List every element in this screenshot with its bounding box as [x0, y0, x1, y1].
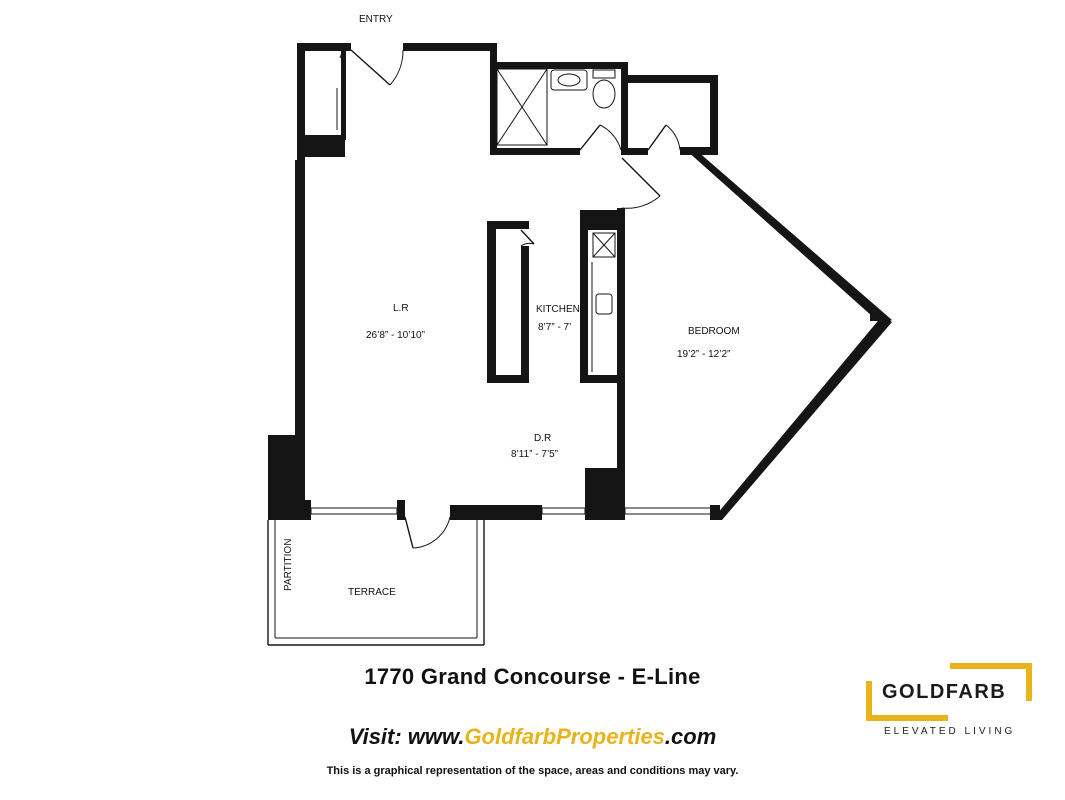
logo-tagline: ELEVATED LIVING	[884, 726, 1016, 737]
wall-south-right	[710, 505, 720, 520]
bath-door-arc	[599, 124, 622, 151]
pantry-door	[520, 229, 535, 245]
bath-sink	[550, 69, 588, 91]
window-south-3	[624, 507, 716, 515]
entry-door-arc	[389, 49, 404, 86]
wall-south-left	[297, 500, 311, 520]
closet-wall	[341, 50, 346, 140]
goldfarb-logo: GOLDFARB ELEVATED LIVING	[866, 663, 1032, 743]
bedroom-dims: 19’2” - 12’2”	[677, 349, 730, 360]
kitchen-sink	[595, 293, 613, 315]
pantry-wall-top	[487, 221, 529, 229]
bath-wall-north	[490, 62, 628, 69]
shower-x2	[496, 68, 548, 146]
wall-south-mid	[450, 505, 542, 520]
kitchen-dims: 8’7” - 7’	[538, 322, 571, 333]
toilet-tank	[592, 69, 616, 79]
terrace-door-leaf	[404, 516, 414, 549]
listing-title: 1770 Grand Concourse - E-Line	[364, 664, 701, 689]
terrace-label: TERRACE	[348, 587, 396, 598]
visit-suffix: .com	[664, 724, 717, 749]
bedroom-door-leaf	[621, 157, 661, 197]
bath-door-leaf	[579, 124, 601, 151]
fridge-x2	[592, 232, 616, 258]
bedroom-label: BEDROOM	[688, 326, 740, 337]
logo-bracket-icon	[866, 663, 1032, 721]
partition-label: PARTITION	[283, 539, 294, 591]
visit-brand[interactable]: GoldfarbProperties	[464, 724, 665, 749]
closet-block	[303, 135, 345, 157]
visit-line: Visit: www.GoldfarbProperties.com	[0, 724, 1065, 750]
dr-dims: 8’11” - 7’5”	[511, 449, 558, 460]
lr-label: L.R	[393, 303, 409, 314]
pantry-wall-bottom	[487, 375, 529, 383]
entry-label: ENTRY	[359, 14, 393, 25]
visit-prefix: Visit: www.	[348, 724, 465, 749]
bed-closet-door-arc	[665, 124, 681, 151]
kitchen-counter-wall-top	[580, 210, 625, 230]
fridge	[592, 232, 616, 258]
kitchen-label: KITCHEN	[536, 304, 580, 315]
bath-sink-bowl	[557, 73, 581, 87]
bath-wall-east	[621, 62, 628, 154]
dr-label: D.R	[534, 433, 551, 444]
bed-closet-wall-south	[680, 147, 718, 155]
bedroom-wall-ne	[686, 150, 892, 325]
terrace-door-arc	[412, 516, 451, 549]
bedroom-wall-se-cap	[870, 313, 882, 321]
wall-north-left	[297, 43, 351, 51]
logo-wordmark: GOLDFARB	[882, 681, 1007, 703]
bed-closet-door-leaf	[647, 124, 667, 151]
kitchen-counter-wall-left	[580, 210, 588, 382]
bed-closet-wall-north	[621, 75, 717, 83]
lr-dims: 26’8” - 10’10”	[366, 330, 425, 341]
wall-kitchen-bedroom	[617, 208, 625, 520]
wall-south-post	[397, 500, 405, 520]
closet-corner-post	[621, 148, 648, 155]
bath-wall-west	[490, 43, 497, 155]
wall-west	[297, 43, 305, 503]
floor-plan: ENTRY	[267, 14, 892, 646]
kitchen-counter-wall-bottom	[580, 375, 625, 383]
terrace-wall-left-block	[268, 435, 298, 520]
window-south-2	[541, 507, 586, 515]
disclaimer: This is a graphical representation of th…	[326, 765, 739, 777]
closet-door-line-2	[339, 49, 344, 59]
wall-north-right	[403, 43, 497, 51]
toilet-bowl	[592, 79, 616, 109]
pantry-door-arc	[520, 242, 535, 247]
bedroom-wall-se	[712, 316, 892, 520]
bed-closet-wall-east	[710, 75, 718, 155]
wall-west-outer-line	[295, 160, 297, 500]
bath-wall-south	[490, 148, 580, 155]
wall-south-mid2	[585, 505, 625, 520]
shower	[496, 68, 548, 146]
pantry-wall-inner	[521, 246, 529, 383]
entry-door-leaf	[350, 49, 391, 86]
window-south-1	[310, 507, 398, 515]
pantry-wall-outer	[487, 221, 496, 383]
bedroom-door-arc	[621, 195, 661, 209]
